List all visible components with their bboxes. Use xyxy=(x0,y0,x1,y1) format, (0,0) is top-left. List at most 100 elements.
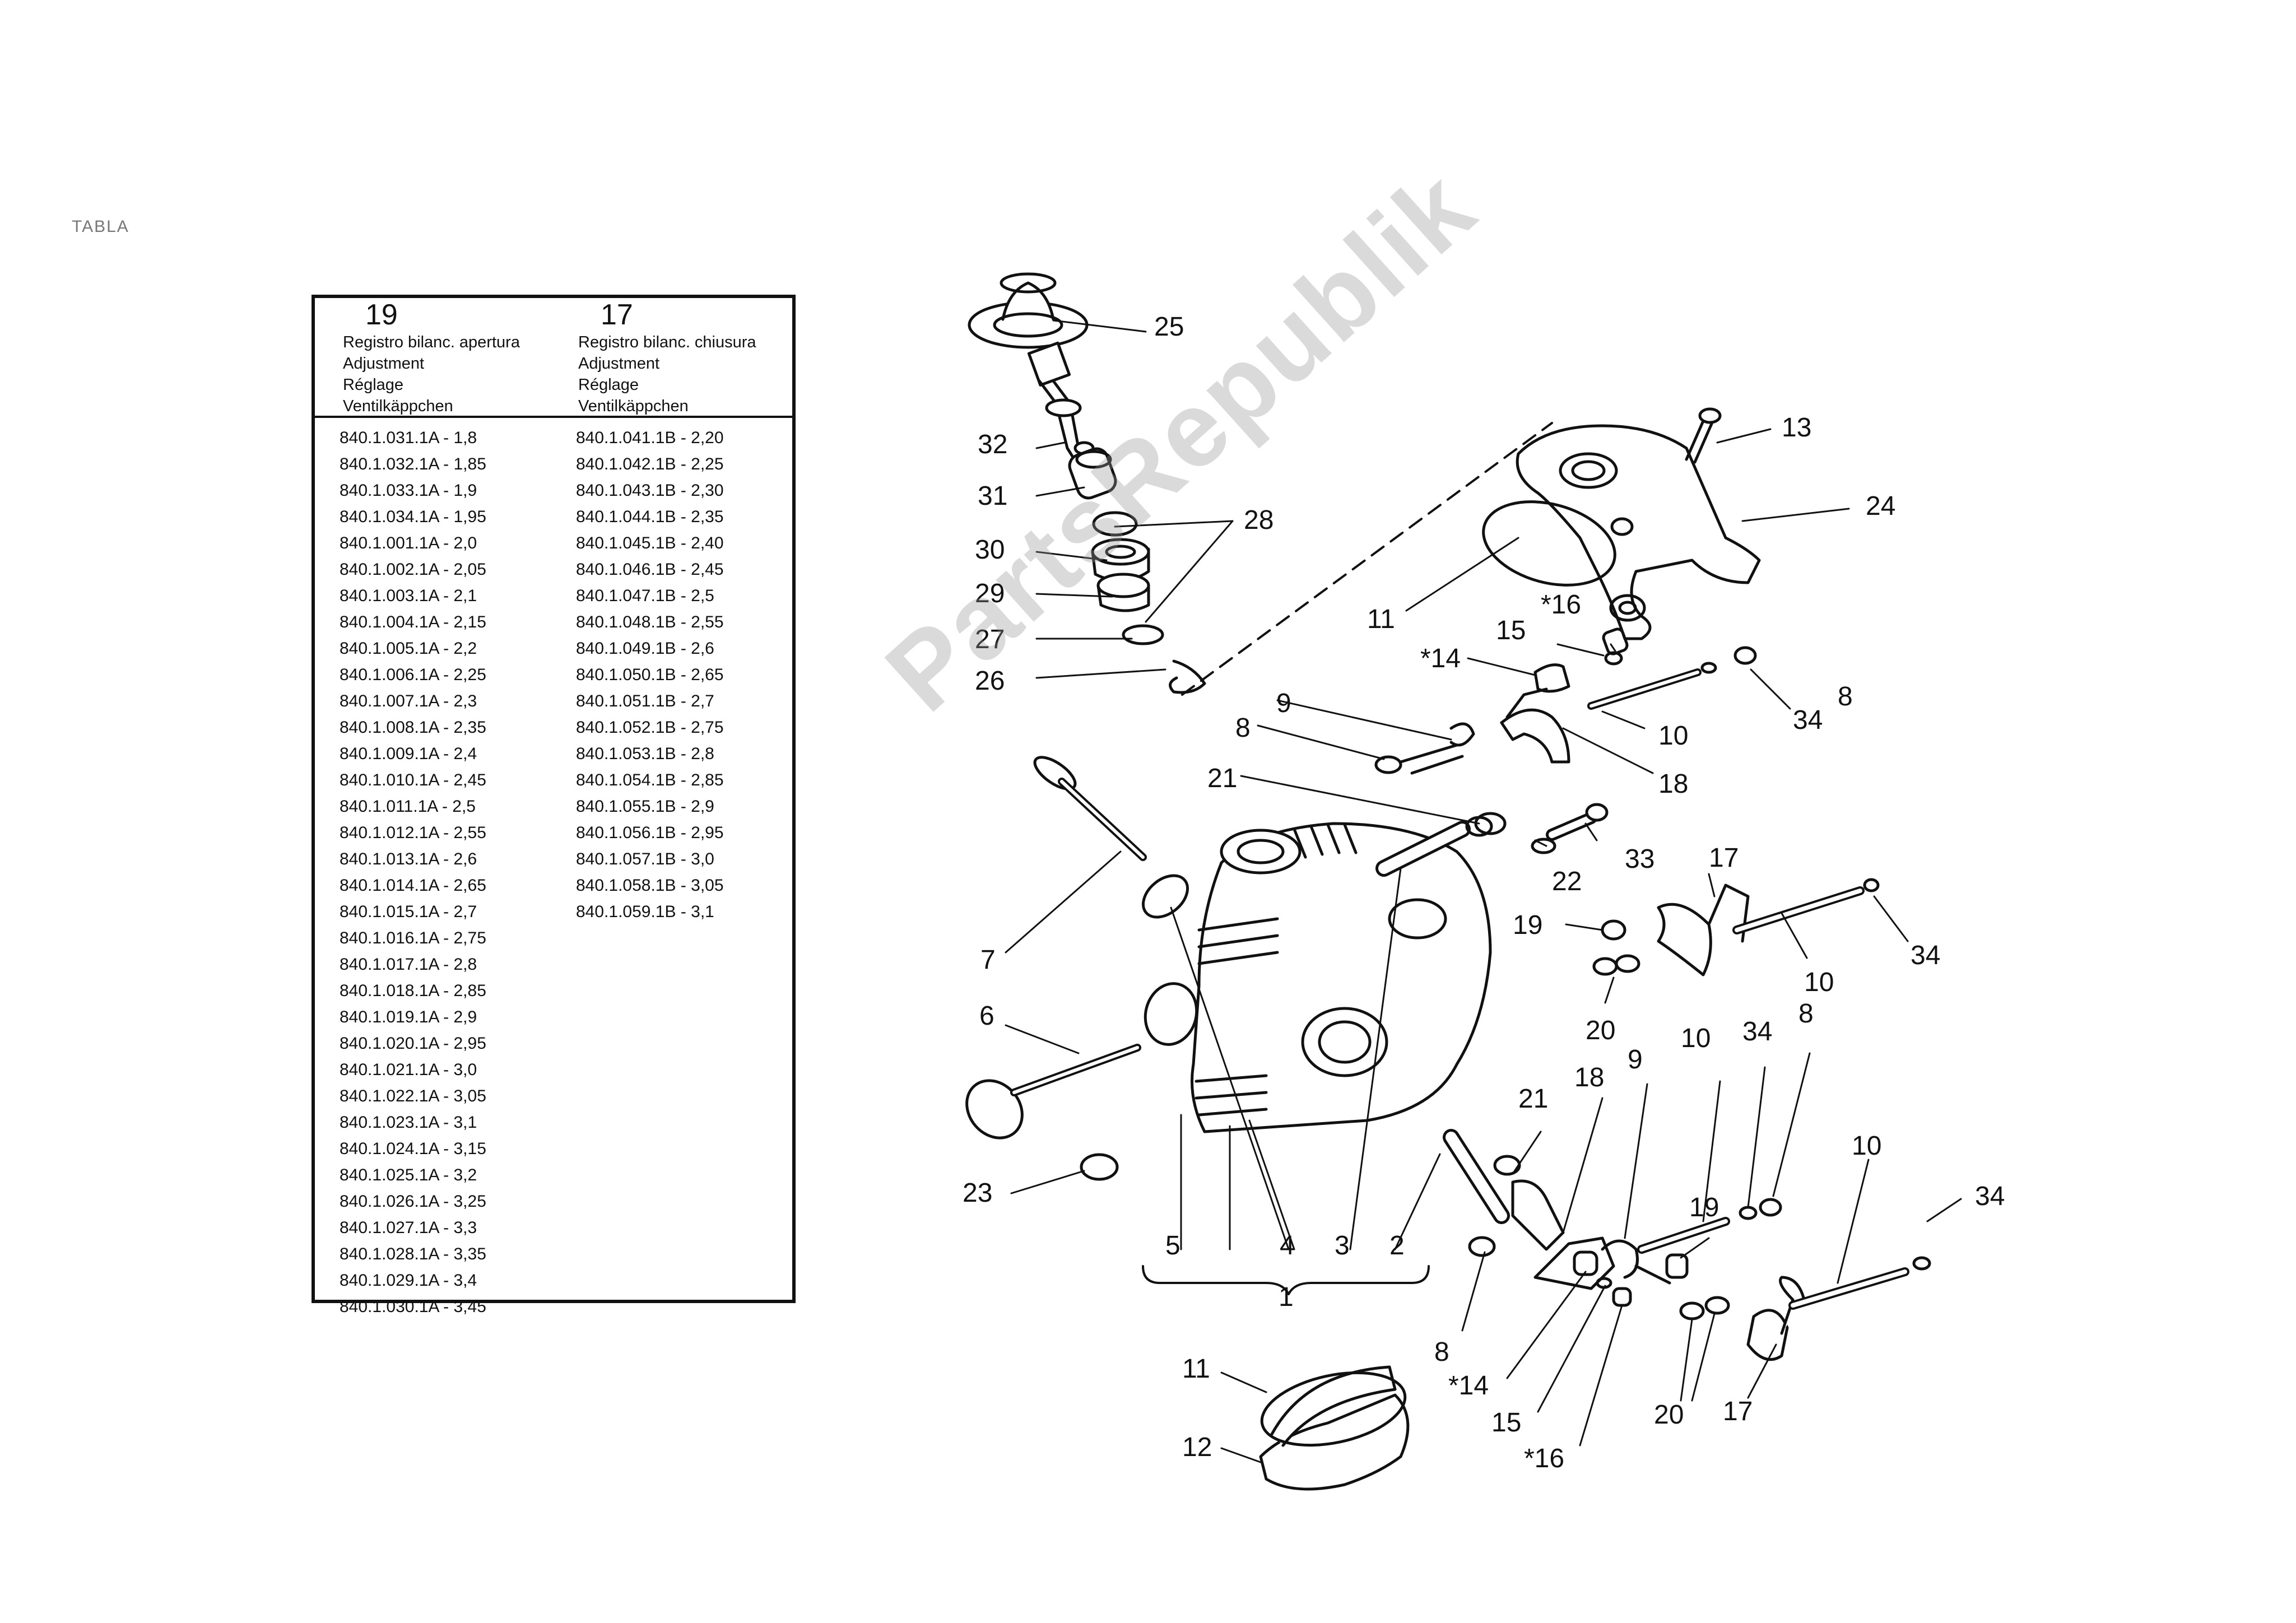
opening-shim-row: 840.1.024.1A - 3,15 xyxy=(340,1140,486,1158)
callout-18-lower: 18 xyxy=(1574,1063,1605,1092)
callout-9-lower: 9 xyxy=(1628,1045,1643,1075)
closing-shim-title-de: Ventilkäppchen xyxy=(578,397,689,415)
opening-shim-row: 840.1.002.1A - 2,05 xyxy=(340,560,486,579)
rocker-arm-17-lower xyxy=(1665,1253,1931,1361)
opening-shim-row: 840.1.022.1A - 3,05 xyxy=(340,1087,486,1105)
closing-shim-row: 840.1.047.1B - 2,5 xyxy=(576,587,714,605)
opening-shim-row: 840.1.010.1A - 2,45 xyxy=(340,771,486,789)
intake-manifold-12 xyxy=(1259,1365,1410,1491)
adjuster-nut-31 xyxy=(1068,447,1117,500)
opening-shim-row: 840.1.023.1A - 3,1 xyxy=(340,1113,477,1132)
callout-34-lower-left: 34 xyxy=(1742,1017,1773,1047)
opening-shim-title: Registro bilanc. apertura xyxy=(343,333,520,351)
callout-27: 27 xyxy=(975,625,1005,654)
callout-34-top: 34 xyxy=(1793,705,1823,735)
table-header-closing-shim: 17 Registro bilanc. chiusura Adjustment … xyxy=(578,298,814,417)
opening-shim-row: 840.1.012.1A - 2,55 xyxy=(340,824,486,842)
closing-shim-row: 840.1.041.1B - 2,20 xyxy=(576,429,724,447)
opening-shim-row: 840.1.001.1A - 2,0 xyxy=(340,534,477,552)
opening-shim-row: 840.1.033.1A - 1,9 xyxy=(340,481,477,500)
closing-shim-row: 840.1.051.1B - 2,7 xyxy=(576,692,714,710)
closing-shim-row: 840.1.055.1B - 2,9 xyxy=(576,797,714,816)
opening-shim-row: 840.1.006.1A - 2,25 xyxy=(340,666,486,684)
callout-21-lower: 21 xyxy=(1518,1084,1549,1114)
callout-13: 13 xyxy=(1782,413,1812,443)
closing-shim-row: 840.1.052.1B - 2,75 xyxy=(576,718,724,737)
callout-14-lower: *14 xyxy=(1448,1371,1489,1401)
callout-3: 3 xyxy=(1335,1231,1350,1261)
callout-16-lower: *16 xyxy=(1524,1444,1565,1473)
callout-9-top: 9 xyxy=(1276,689,1291,718)
closing-shim-ref: 17 xyxy=(601,299,633,331)
callout-12: 12 xyxy=(1182,1433,1212,1462)
callout-10-lower-left: 10 xyxy=(1681,1024,1711,1053)
closing-shim-row: 840.1.054.1B - 2,85 xyxy=(576,771,724,789)
callout-10-middle: 10 xyxy=(1804,968,1834,997)
callout-11-bottom: 11 xyxy=(1182,1354,1210,1384)
callout-30: 30 xyxy=(975,535,1005,565)
closing-shim-row: 840.1.044.1B - 2,35 xyxy=(576,508,724,526)
callout-23: 23 xyxy=(963,1178,993,1208)
intake-valve-6 xyxy=(965,1044,1141,1140)
callout-20-upper: 20 xyxy=(1586,1016,1616,1045)
opening-shim-row: 840.1.020.1A - 2,95 xyxy=(340,1034,486,1053)
table-header-opening-shim: 19 Registro bilanc. apertura Adjustment … xyxy=(343,298,578,417)
callout-2: 2 xyxy=(1389,1231,1405,1261)
callout-16-top: *16 xyxy=(1541,590,1582,620)
callout-17-upper: 17 xyxy=(1709,843,1739,873)
callout-8-lower-left: 8 xyxy=(1434,1337,1449,1367)
opening-shim-row: 840.1.015.1A - 2,7 xyxy=(340,903,477,921)
opening-shim-row: 840.1.011.1A - 2,5 xyxy=(340,797,476,816)
opening-shim-title-fr: Réglage xyxy=(343,376,404,394)
opening-shim-row: 840.1.034.1A - 1,95 xyxy=(340,508,486,526)
valve-guide-2 xyxy=(1443,1129,1510,1224)
callout-34-middle: 34 xyxy=(1911,941,1941,970)
opening-shim-row: 840.1.018.1A - 2,85 xyxy=(340,982,486,1000)
closing-shim-row: 840.1.045.1B - 2,40 xyxy=(576,534,724,552)
callout-32: 32 xyxy=(978,430,1008,459)
opening-shim-row: 840.1.004.1A - 2,15 xyxy=(340,613,486,631)
exhaust-valve-7 xyxy=(1033,756,1147,861)
closing-shim-row: 840.1.053.1B - 2,8 xyxy=(576,745,714,763)
closing-shim-row: 840.1.046.1B - 2,45 xyxy=(576,560,724,579)
callout-15-top: 15 xyxy=(1496,616,1526,645)
plug-23 xyxy=(1080,1153,1119,1181)
opening-shim-row: 840.1.031.1A - 1,8 xyxy=(340,429,477,447)
callout-17-lower: 17 xyxy=(1723,1397,1753,1426)
callout-10-lower-right: 10 xyxy=(1852,1131,1882,1161)
callout-5: 5 xyxy=(1165,1231,1180,1261)
upper-rocker-parts xyxy=(1374,627,1757,775)
spring-21-top xyxy=(1465,812,1507,837)
page-corner-mark: TABLA xyxy=(72,217,129,236)
opening-shim-row: 840.1.021.1A - 3,0 xyxy=(340,1061,477,1079)
leader-lines xyxy=(1005,319,1962,1463)
opening-shim-row: 840.1.019.1A - 2,9 xyxy=(340,1008,477,1026)
opening-shim-row: 840.1.014.1A - 2,65 xyxy=(340,876,486,895)
closing-shim-row: 840.1.049.1B - 2,6 xyxy=(576,639,714,658)
group-bracket-1 xyxy=(1142,1265,1430,1295)
closing-shim-title-en: Adjustment xyxy=(578,355,660,373)
opening-shim-row: 840.1.007.1A - 2,3 xyxy=(340,692,477,710)
valve-collets-and-rings xyxy=(1091,511,1206,694)
closing-shim-row: 840.1.043.1B - 2,30 xyxy=(576,481,724,500)
opening-shim-row: 840.1.030.1A - 3,45 xyxy=(340,1298,486,1316)
opening-shim-row: 840.1.017.1A - 2,8 xyxy=(340,955,477,974)
shim-selection-table: 19 Registro bilanc. apertura Adjustment … xyxy=(312,295,796,1316)
opening-shim-row: 840.1.009.1A - 2,4 xyxy=(340,745,477,763)
callout-15-lower: 15 xyxy=(1491,1408,1522,1438)
closing-shim-row: 840.1.048.1B - 2,55 xyxy=(576,613,724,631)
callout-22: 22 xyxy=(1552,867,1582,896)
bolt-13 xyxy=(1685,407,1722,464)
valve-seal-6b xyxy=(1144,982,1198,1046)
cylinder-head-1 xyxy=(1191,822,1492,1133)
closing-shim-row: 840.1.058.1B - 3,05 xyxy=(576,876,724,895)
callout-8-upper-right: 8 xyxy=(1838,682,1853,711)
closing-shim-row: 840.1.059.1B - 3,1 xyxy=(576,903,714,921)
closing-shim-row: 840.1.056.1B - 2,95 xyxy=(576,824,724,842)
opening-shim-row: 840.1.026.1A - 3,25 xyxy=(340,1192,486,1211)
closing-shim-row: 840.1.057.1B - 3,0 xyxy=(576,850,714,868)
callout-10-top: 10 xyxy=(1658,721,1689,751)
callout-6: 6 xyxy=(979,1001,994,1031)
